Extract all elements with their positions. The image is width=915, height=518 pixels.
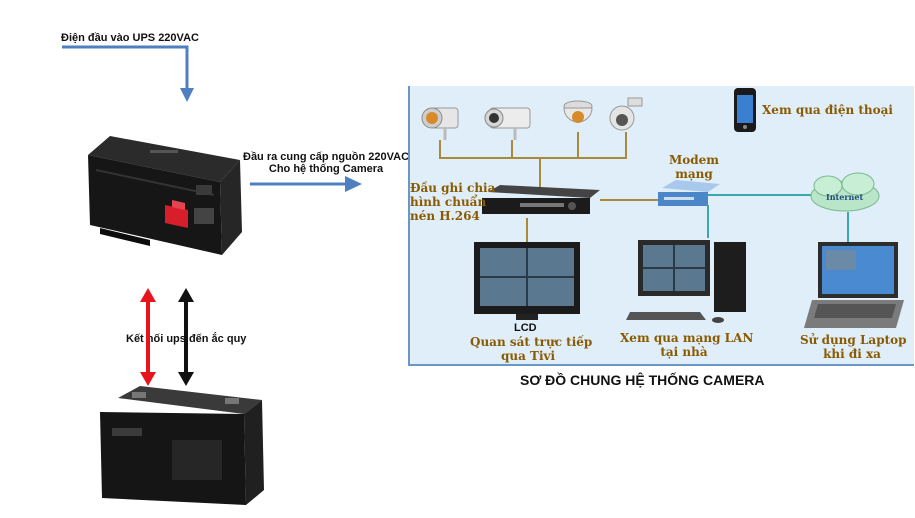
lcd-monitor-icon [474,242,580,320]
camera-ptz-icon [609,97,643,131]
camera-bullet-icon-2 [484,107,531,140]
lan-label-line1: Xem qua mạng LAN [620,331,754,345]
camera-dome-icon [563,100,593,123]
dvr-recorder-icon [482,185,600,214]
output-power-label-line1: Đầu ra cung cấp nguồn 220VAC [243,151,410,163]
tv-label-line1: Quan sát trực tiếp [470,335,593,349]
output-power-arrow [250,176,362,192]
lan-label-line2: tại nhà [660,345,708,359]
input-power-label: Điện đầu vào UPS 220VAC [61,32,199,44]
laptop-label-line1: Sử dụng Laptop [800,333,907,347]
modem-icon [658,180,720,206]
lcd-label: LCD [514,322,537,334]
output-power-label-line2: Cho hệ thống Camera [268,163,384,175]
modem-label-line1: Modem [668,153,719,167]
laptop-label-line2: khi đi xa [823,347,881,361]
modem-label-line2: mạng [675,167,713,181]
ups-inverter-icon [88,136,242,255]
dvr-label-line3: nén H.264 [410,209,480,223]
output-power-label: Đầu ra cung cấp nguồn 220VAC Cho hệ thốn… [243,151,409,175]
desktop-pc-icon [626,240,746,323]
tv-label-line2: qua Tivi [500,349,556,363]
internet-cloud-icon [810,172,880,212]
internet-label: Internet [826,192,864,202]
phone-icon [734,88,756,132]
battery-link-arrows [140,288,194,386]
camera-cables [439,132,658,201]
dvr-label: Đầu ghi chia hình chuẩn nén H.264 [410,181,495,223]
phone-label: Xem qua điện thoại [762,103,893,117]
laptop-icon [804,242,904,328]
dvr-label-line1: Đầu ghi chia [410,181,496,195]
dvr-label-line2: hình chuẩn [410,195,487,209]
modem-label: Modem mạng [668,153,720,181]
input-power-arrow [62,45,194,102]
camera-bullet-icon-1 [421,107,459,140]
laptop-label: Sử dụng Laptop khi đi xa [800,333,907,361]
tv-label: Quan sát trực tiếp qua Tivi [470,335,593,363]
network-cables [707,194,849,242]
diagram-title: SƠ ĐỒ CHUNG HỆ THỐNG CAMERA [520,372,765,388]
battery-icon [100,386,264,505]
lan-label: Xem qua mạng LAN tại nhà [620,331,754,359]
